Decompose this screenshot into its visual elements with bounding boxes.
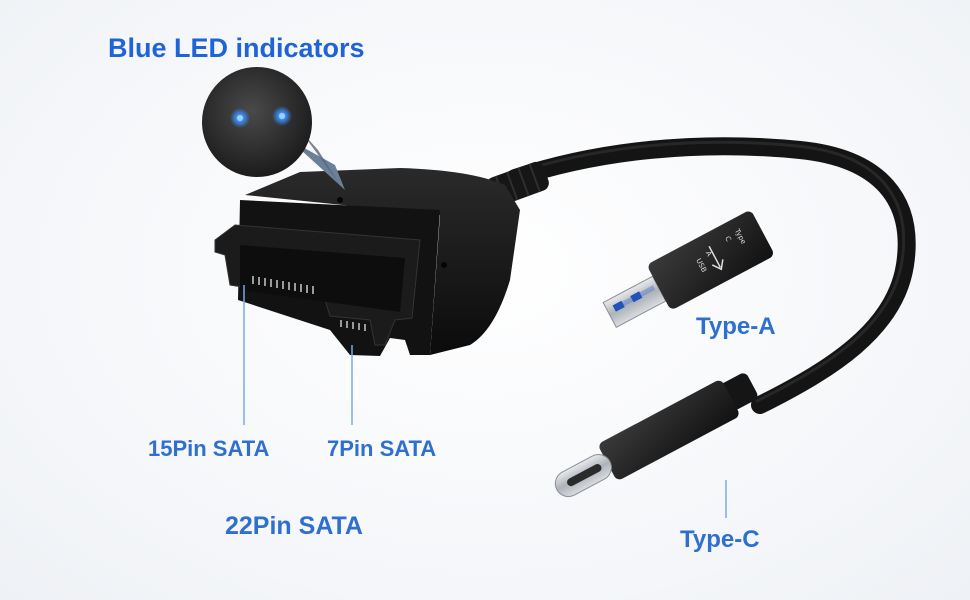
led-hole <box>337 197 343 203</box>
15pin-sata-label: 15Pin SATA <box>148 436 270 461</box>
7pin-sata-label: 7Pin SATA <box>327 436 437 461</box>
type-c-label: Type-C <box>680 526 760 553</box>
sata-adapter-body <box>214 168 520 356</box>
plug-print-a: A <box>704 250 713 258</box>
blue-led-indicators-label: Blue LED indicators <box>108 33 365 63</box>
led-zoom-callout <box>202 67 345 190</box>
type-a-label: Type-A <box>696 313 776 340</box>
usb-c-plug <box>554 373 758 498</box>
22pin-sata-label: 22Pin SATA <box>225 512 363 540</box>
led-hole <box>441 262 447 268</box>
sata-pins-7 <box>340 320 366 331</box>
arrow-icon <box>708 245 724 271</box>
sata-pins-15 <box>252 276 314 294</box>
usb-a-plug: USB A C Type <box>602 211 773 328</box>
plug-print-c: C <box>723 235 732 243</box>
